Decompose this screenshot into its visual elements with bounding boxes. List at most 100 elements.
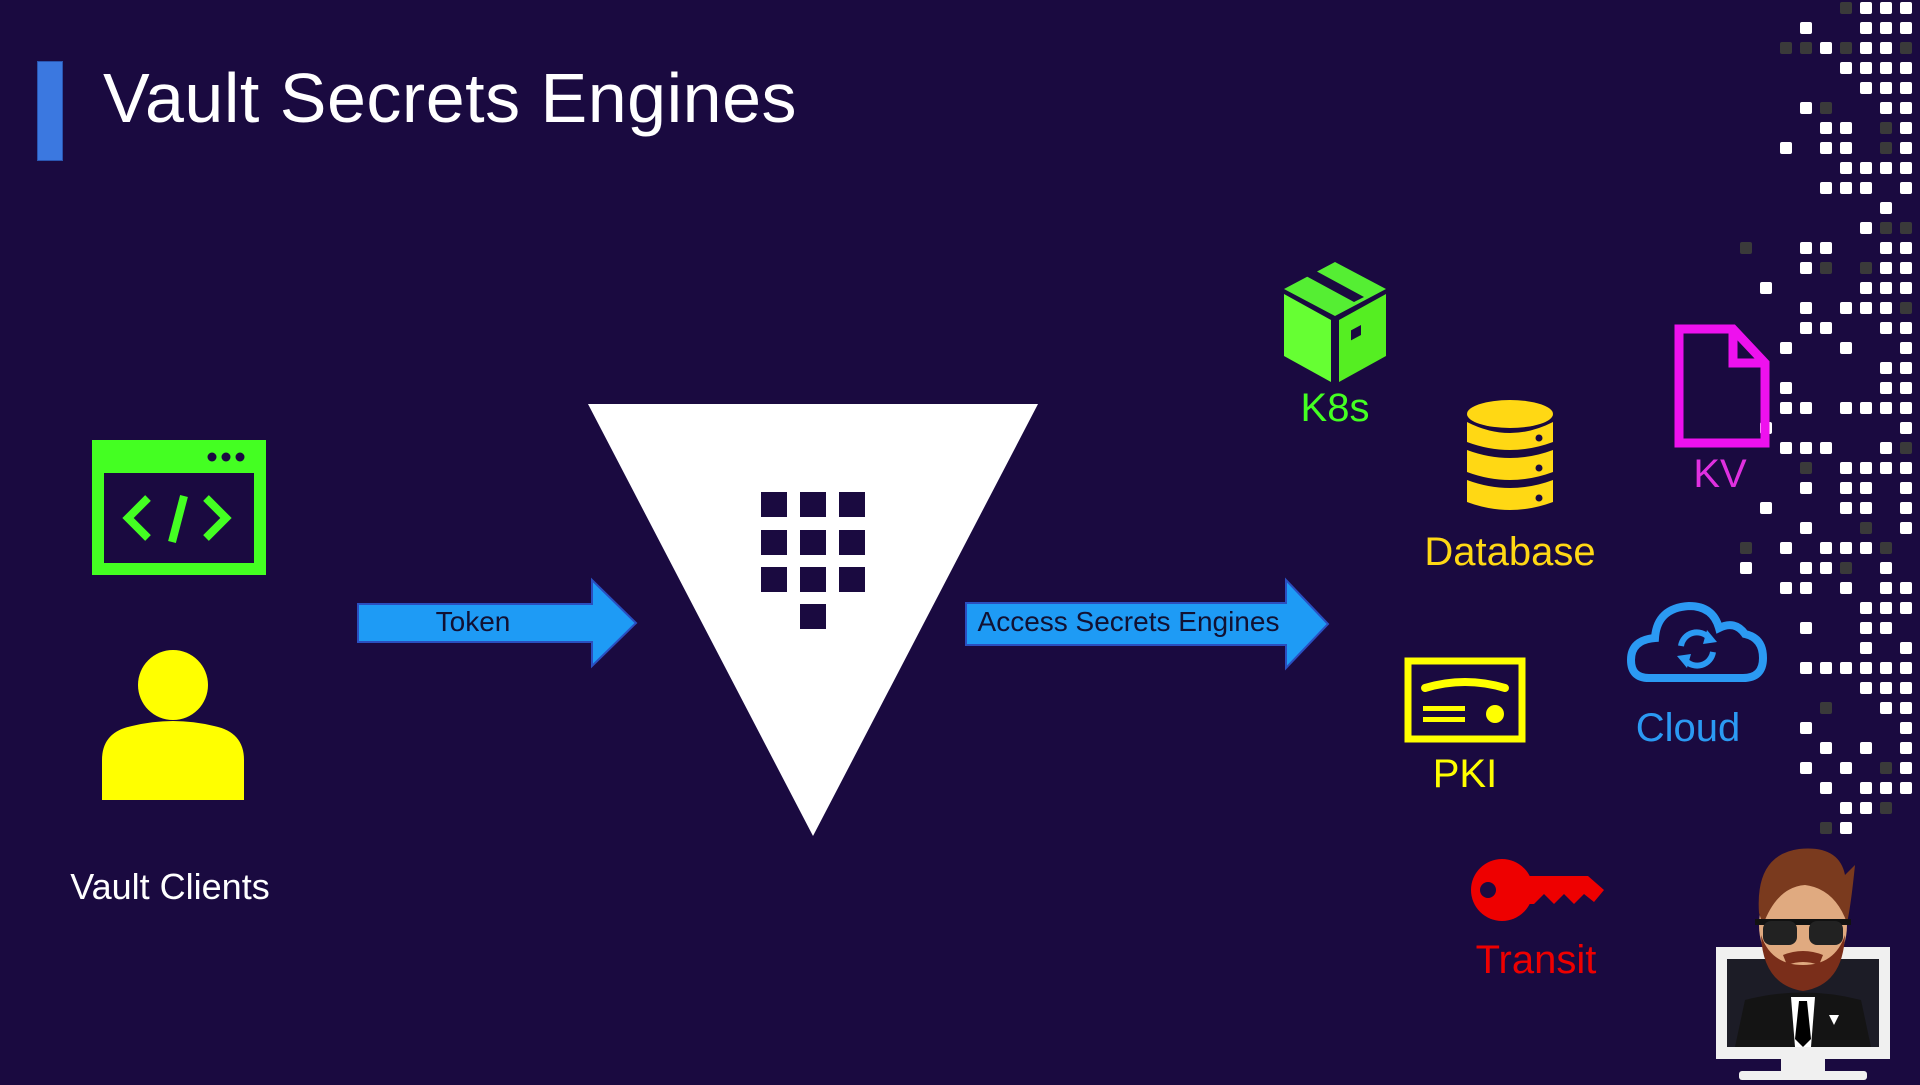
k8s-label: K8s (1300, 386, 1370, 430)
matrix-dot (1880, 542, 1892, 554)
matrix-dot (1900, 62, 1912, 74)
matrix-dot (1860, 482, 1872, 494)
matrix-dot (1800, 482, 1812, 494)
matrix-dot (1840, 122, 1852, 134)
matrix-dot (1840, 42, 1852, 54)
matrix-dot (1840, 402, 1852, 414)
matrix-dot (1840, 162, 1852, 174)
matrix-dot (1860, 462, 1872, 474)
matrix-dot (1840, 582, 1852, 594)
matrix-dot (1900, 282, 1912, 294)
package-box-icon (1284, 262, 1386, 382)
matrix-dot (1800, 722, 1812, 734)
matrix-dot (1860, 502, 1872, 514)
matrix-dot (1900, 522, 1912, 534)
matrix-dot (1840, 482, 1852, 494)
matrix-dot (1880, 682, 1892, 694)
matrix-dot (1820, 182, 1832, 194)
matrix-dot (1820, 662, 1832, 674)
matrix-dot (1800, 262, 1812, 274)
matrix-dot (1880, 122, 1892, 134)
matrix-dot (1800, 662, 1812, 674)
matrix-dot (1900, 142, 1912, 154)
page-title: Vault Secrets Engines (103, 59, 798, 137)
matrix-dot (1900, 782, 1912, 794)
matrix-dot (1860, 162, 1872, 174)
matrix-dot (1860, 522, 1872, 534)
matrix-dot (1840, 62, 1852, 74)
matrix-dot (1780, 382, 1792, 394)
matrix-dot (1880, 2, 1892, 14)
matrix-dot (1820, 782, 1832, 794)
presenter-avatar-icon (1715, 825, 1890, 1080)
matrix-dot (1820, 562, 1832, 574)
matrix-dot (1900, 722, 1912, 734)
matrix-dot (1860, 302, 1872, 314)
matrix-dot (1900, 2, 1912, 14)
matrix-dot (1860, 42, 1872, 54)
matrix-dot (1840, 462, 1852, 474)
certificate-icon (1404, 657, 1526, 743)
matrix-dot (1860, 802, 1872, 814)
matrix-dot (1900, 182, 1912, 194)
vault-clients-label: Vault Clients (70, 866, 270, 907)
matrix-dot (1900, 222, 1912, 234)
matrix-dot (1800, 42, 1812, 54)
matrix-dot (1800, 22, 1812, 34)
code-window-icon (92, 440, 266, 575)
matrix-dot (1800, 302, 1812, 314)
matrix-dot (1880, 702, 1892, 714)
matrix-dot (1880, 262, 1892, 274)
matrix-dot (1860, 282, 1872, 294)
matrix-dot (1820, 702, 1832, 714)
matrix-dot (1880, 282, 1892, 294)
cloud-label: Cloud (1635, 706, 1741, 750)
matrix-dot (1880, 442, 1892, 454)
matrix-dot (1820, 262, 1832, 274)
matrix-dot (1860, 602, 1872, 614)
matrix-dot (1860, 22, 1872, 34)
matrix-dot (1820, 122, 1832, 134)
access-secrets-engines-label: Access Secrets Engines (977, 606, 1280, 637)
matrix-dot (1900, 402, 1912, 414)
matrix-dot (1740, 242, 1752, 254)
matrix-dot (1840, 182, 1852, 194)
database-label: Database (1424, 530, 1596, 574)
matrix-dot (1880, 222, 1892, 234)
matrix-dot (1900, 122, 1912, 134)
matrix-dot (1900, 642, 1912, 654)
matrix-dot (1900, 102, 1912, 114)
matrix-dot (1880, 602, 1892, 614)
matrix-dot (1820, 322, 1832, 334)
database-icon (1467, 400, 1553, 516)
matrix-dot (1780, 402, 1792, 414)
matrix-dot (1880, 622, 1892, 634)
kv-label: KV (1693, 452, 1747, 496)
matrix-dot (1860, 682, 1872, 694)
matrix-dot (1780, 142, 1792, 154)
matrix-dot (1840, 342, 1852, 354)
matrix-dot (1860, 182, 1872, 194)
access-secrets-engines-arrow: Access Secrets Engines (965, 577, 1330, 671)
matrix-dot (1900, 242, 1912, 254)
matrix-dot (1900, 702, 1912, 714)
matrix-dot (1820, 242, 1832, 254)
matrix-dot (1840, 502, 1852, 514)
matrix-dot (1800, 562, 1812, 574)
matrix-dot (1900, 582, 1912, 594)
matrix-dot (1860, 82, 1872, 94)
matrix-dot (1740, 542, 1752, 554)
matrix-dot (1840, 562, 1852, 574)
token-arrow: Token (357, 577, 638, 669)
matrix-dot (1880, 102, 1892, 114)
matrix-dot (1900, 362, 1912, 374)
matrix-dot (1860, 662, 1872, 674)
matrix-dot (1860, 642, 1872, 654)
matrix-dot (1860, 542, 1872, 554)
matrix-dot (1820, 542, 1832, 554)
matrix-dot (1860, 622, 1872, 634)
matrix-dot (1800, 322, 1812, 334)
matrix-dot (1840, 302, 1852, 314)
matrix-dot (1900, 662, 1912, 674)
matrix-dot (1880, 782, 1892, 794)
